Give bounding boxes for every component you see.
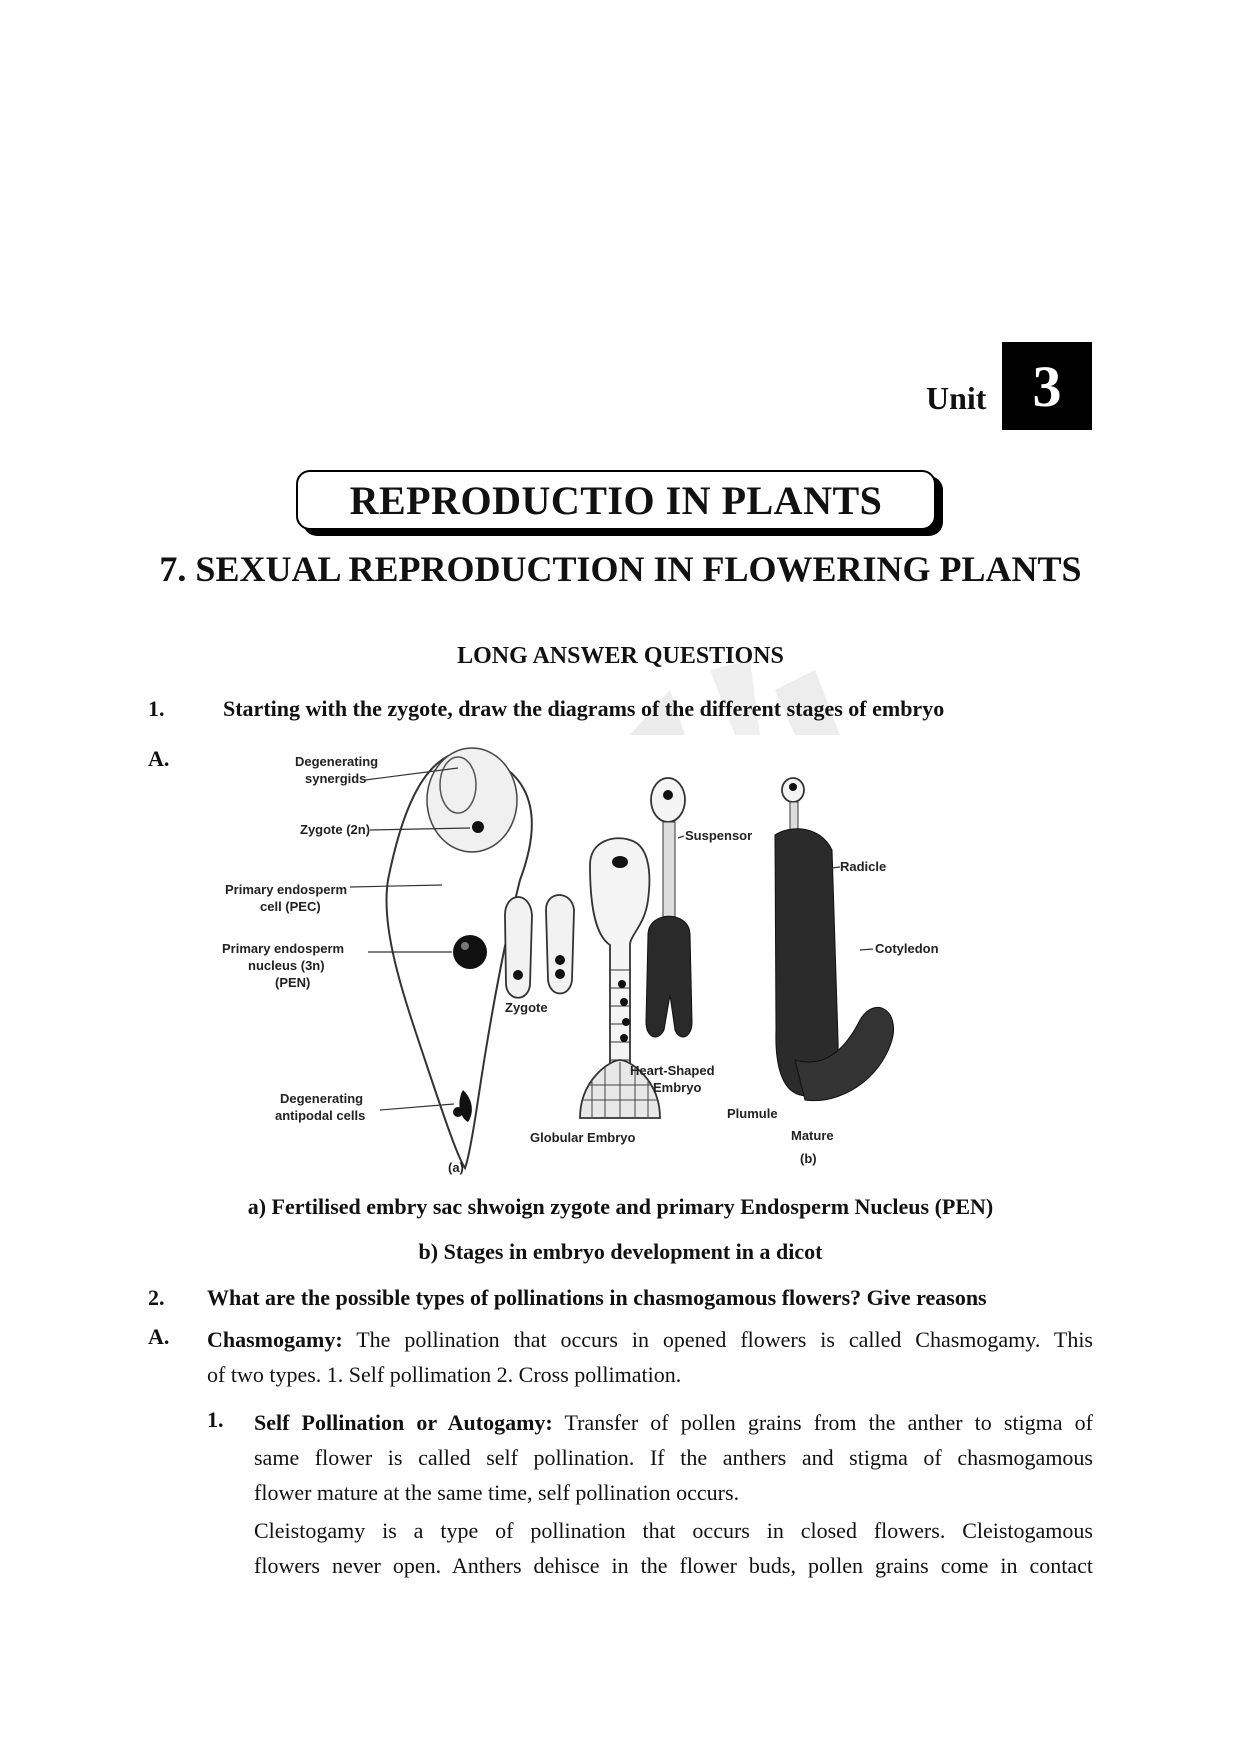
list-number: 1. <box>207 1407 224 1432</box>
embryo-development-figure: Degenerating synergids Zygote (2n) Prima… <box>222 747 939 1175</box>
label-pen-3: (PEN) <box>275 975 310 990</box>
unit-number-badge: 3 <box>1002 342 1092 430</box>
globular-embryo <box>579 837 661 1119</box>
label-mature: Mature <box>791 1128 834 1143</box>
label-pen-2: nucleus (3n) <box>248 958 325 973</box>
label-panel-a: (a) <box>448 1160 464 1175</box>
chasmogamy-paragraph: Chasmogamy: The pollination that occurs … <box>207 1322 1093 1392</box>
label-globular-embryo: Globular Embryo <box>530 1130 636 1145</box>
label-heart-shaped-2: Embryo <box>653 1080 701 1095</box>
label-heart-shaped-1: Heart-Shaped <box>630 1063 715 1078</box>
cleistogamy-line-2: flowers never open. Anthers dehisce in t… <box>254 1553 1093 1578</box>
label-pen-1: Primary endosperm <box>222 941 344 956</box>
unit-title-frame: REPRODUCTIO IN PLANTS <box>296 470 943 536</box>
section-heading: LONG ANSWER QUESTIONS <box>457 643 784 669</box>
question-text: Starting with the zygote, draw the diagr… <box>223 696 945 721</box>
figure-caption-a: a) Fertilised embry sac shwoign zygote a… <box>247 1194 994 1219</box>
figure-caption-b: b) Stages in embryo development in a dic… <box>418 1239 823 1264</box>
watermark <box>630 660 840 735</box>
label-panel-b: (b) <box>800 1151 817 1166</box>
heart-shaped-embryo <box>645 777 693 1038</box>
label-antipodal-1: Degenerating <box>280 1091 363 1106</box>
question-number: 1. <box>148 696 165 721</box>
cleistogamy-line-1: Cleistogamy is a type of pollination tha… <box>254 1518 1093 1543</box>
chasmogamy-term: Chasmogamy: <box>207 1327 343 1352</box>
label-plumule: Plumule <box>727 1106 778 1121</box>
self-pollination-line-3: flower mature at the same time, self pol… <box>254 1480 740 1505</box>
self-pollination-term: Self Pollination or Autogamy: <box>254 1410 553 1435</box>
self-pollination-text-1: Transfer of pollen grains from the anthe… <box>564 1410 1093 1435</box>
label-pec-2: cell (PEC) <box>260 899 321 914</box>
unit-label: Unit <box>926 380 987 416</box>
answer-label: A. <box>148 746 170 771</box>
question-number: 2. <box>148 1285 165 1310</box>
self-pollination-line-1: Self Pollination or Autogamy: Transfer o… <box>254 1405 1093 1440</box>
cleistogamy-paragraph: Cleistogamy is a type of pollination tha… <box>254 1513 1093 1583</box>
label-zygote-2n: Zygote (2n) <box>300 822 370 837</box>
embryo-sac-diagram <box>349 747 533 1171</box>
self-pollination-paragraph: Self Pollination or Autogamy: Transfer o… <box>254 1405 1093 1510</box>
label-suspensor: Suspensor <box>685 828 752 843</box>
self-pollination-line-2: same flower is called self pollination. … <box>254 1445 1093 1470</box>
chasmogamy-line-1: Chasmogamy: The pollination that occurs … <box>207 1322 1093 1357</box>
label-radicle: Radicle <box>840 859 886 874</box>
chapter-heading: 7. SEXUAL REPRODUCTION IN FLOWERING PLAN… <box>159 549 1082 589</box>
label-antipodal-2: antipodal cells <box>275 1108 365 1123</box>
label-degenerating-synergids-1: Degenerating <box>295 754 378 769</box>
zygote-diagrams <box>504 894 575 999</box>
label-cotyledon: Cotyledon <box>875 941 939 956</box>
mature-embryo <box>774 777 894 1102</box>
answer-label: A. <box>148 1324 170 1349</box>
chasmogamy-text-1: The pollination that occurs in opened fl… <box>356 1327 1093 1352</box>
label-zygote: Zygote <box>505 1000 548 1015</box>
chasmogamy-line-2: of two types. 1. Self pollimation 2. Cro… <box>207 1362 682 1387</box>
label-pec-1: Primary endosperm <box>225 882 347 897</box>
label-degenerating-synergids-2: synergids <box>305 771 366 786</box>
unit-title: REPRODUCTIO IN PLANTS <box>296 470 936 530</box>
question-text: What are the possible types of pollinati… <box>207 1285 987 1310</box>
